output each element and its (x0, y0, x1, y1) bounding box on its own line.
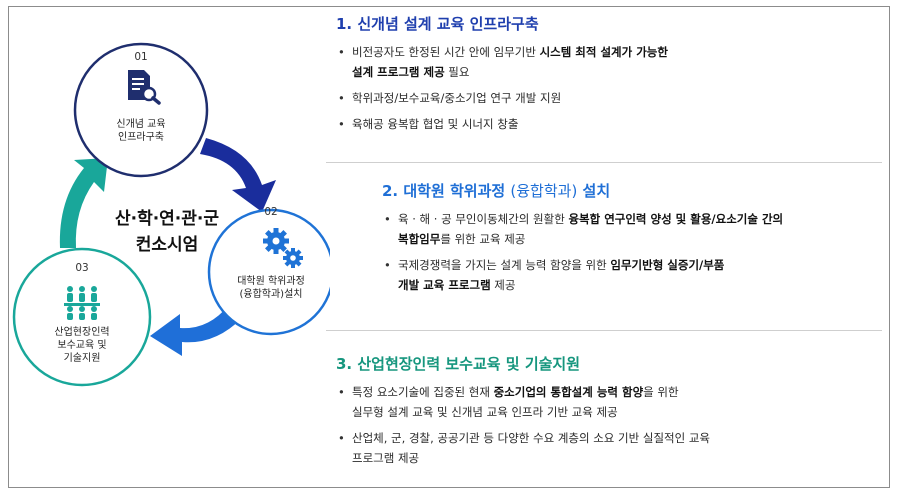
arrow-02-to-03 (150, 306, 242, 356)
node-03-number: 03 (75, 262, 89, 274)
section-2: 2. 대학원 학위과정 (융합학과) 설치 육 · 해 · 공 무인이동체간의 … (382, 180, 783, 301)
node-02-number: 02 (264, 206, 278, 218)
section-3-bullet-1: 특정 요소기술에 집중된 현재 중소기업의 통합설계 능력 함양을 위한 실무형… (336, 382, 710, 422)
node-02-label-line1: 대학원 학위과정 (237, 276, 305, 287)
divider-1 (326, 162, 882, 163)
arrow-03-to-01 (59, 158, 108, 248)
node-01-circle (73, 42, 209, 178)
cycle-diagram (12, 42, 330, 387)
section-3-bullets: 특정 요소기술에 집중된 현재 중소기업의 통합설계 능력 함양을 위한 실무형… (336, 382, 710, 468)
node-03-label-line2: 보수교육 및 (57, 340, 107, 351)
section-3-title: 3. 산업현장인력 보수교육 및 기술지원 (336, 355, 581, 373)
node-02-label: 대학원 학위과정 (융합학과)설치 (221, 275, 321, 301)
document-search-icon (128, 70, 161, 105)
section-2-title: 2. 대학원 학위과정 (융합학과) 설치 (382, 182, 611, 200)
section-1-title: 1. 신개념 설계 교육 인프라구축 (336, 15, 539, 33)
section-1-bullet-2: 학위과정/보수교육/중소기업 연구 개발 지원 (336, 88, 668, 108)
section-2-bullet-2: 국제경쟁력을 가지는 설계 능력 함양을 위한 임무기반형 실증기/부품 개발 … (382, 255, 783, 295)
consortium-label-line2: 컨소시엄 (135, 235, 199, 255)
node-01-label-line1: 신개념 교육 (116, 119, 166, 130)
section-1-bullets: 비전공자도 한정된 시간 안에 임무기반 시스템 최적 설계가 가능한 설계 프… (336, 42, 668, 134)
node-02-label-line2: (융합학과)설치 (239, 289, 303, 300)
divider-2 (326, 330, 882, 331)
node-01-label-line2: 인프라구축 (118, 132, 164, 143)
section-3: 3. 산업현장인력 보수교육 및 기술지원 특정 요소기술에 집중된 현재 중소… (336, 353, 710, 474)
consortium-label: 산·학·연·관·군 컨소시엄 (92, 206, 242, 258)
arrow-01-to-02 (200, 138, 276, 212)
node-01-label: 신개념 교육 인프라구축 (96, 118, 186, 144)
node-02-circle (207, 208, 330, 336)
section-1: 1. 신개념 설계 교육 인프라구축 비전공자도 한정된 시간 안에 임무기반 … (336, 13, 668, 140)
gears-icon (263, 228, 303, 268)
section-2-bullets: 육 · 해 · 공 무인이동체간의 원활한 융복합 연구인력 양성 및 활용/요… (382, 209, 783, 295)
node-03-label-line1: 산업현장인력 (54, 327, 110, 338)
consortium-label-line1: 산·학·연·관·군 (114, 209, 220, 229)
section-3-bullet-2: 산업체, 군, 경찰, 공공기관 등 다양한 수요 계층의 소요 기반 실질적인… (336, 428, 710, 468)
meeting-people-icon (64, 286, 100, 320)
section-1-bullet-3: 육해공 융복합 협업 및 시너지 창출 (336, 114, 668, 134)
section-2-bullet-1: 육 · 해 · 공 무인이동체간의 원활한 융복합 연구인력 양성 및 활용/요… (382, 209, 783, 249)
node-01-number: 01 (134, 51, 148, 63)
cycle-arrows (59, 138, 276, 356)
section-1-bullet-1: 비전공자도 한정된 시간 안에 임무기반 시스템 최적 설계가 가능한 설계 프… (336, 42, 668, 82)
node-03-label: 산업현장인력 보수교육 및 기술지원 (37, 326, 127, 365)
node-03-label-line3: 기술지원 (63, 353, 101, 364)
